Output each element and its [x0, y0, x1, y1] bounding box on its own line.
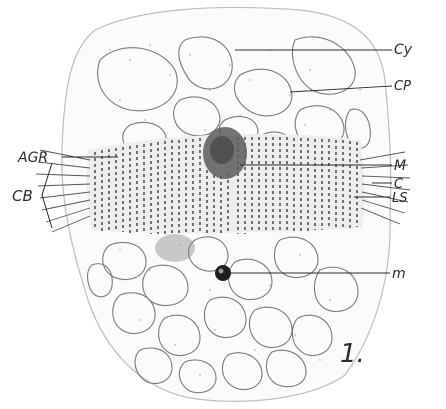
label-cy: Cy [394, 42, 413, 58]
label-m-upper: M [394, 158, 406, 174]
label-m-lower: m [392, 266, 406, 282]
label-c: C [394, 177, 404, 192]
figure-number: 1. [340, 339, 365, 369]
cb-bracket [42, 163, 52, 228]
label-agr: AGR [17, 150, 48, 166]
label-cp: CP [394, 79, 411, 94]
label-cb: CB [12, 187, 33, 205]
micronucleus-highlight [219, 269, 224, 274]
label-ls: LS [392, 191, 408, 206]
macronucleus-core [210, 136, 234, 164]
